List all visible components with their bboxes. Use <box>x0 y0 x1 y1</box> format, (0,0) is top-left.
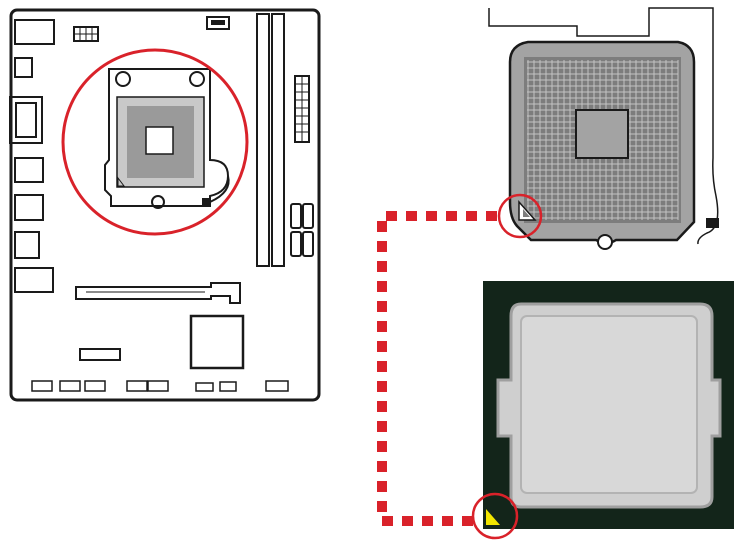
front-panel-headers <box>31 380 289 392</box>
processor-top-view <box>483 281 734 529</box>
socket-latch-notch <box>597 234 613 250</box>
dashed-red-line <box>377 211 497 526</box>
vga-port <box>9 96 43 144</box>
rear-io-port <box>14 194 44 221</box>
motherboard <box>9 8 321 402</box>
sata-port <box>302 231 314 257</box>
rear-io-port <box>14 57 33 78</box>
rear-io-port <box>14 157 44 183</box>
yellow-triangle-marker <box>486 509 500 525</box>
socket-lever-arm-line <box>209 175 230 203</box>
dimm-slot-1 <box>256 13 270 267</box>
cpu-socket-closeup <box>488 7 719 250</box>
sata-port <box>302 203 314 229</box>
rear-io-port <box>14 231 40 259</box>
board-outline <box>9 8 321 402</box>
board-cpu-socket <box>104 68 230 209</box>
m2-slot <box>79 348 121 361</box>
chipset <box>189 314 245 370</box>
socket-bracket-line <box>488 7 719 245</box>
rear-io-port <box>14 19 55 45</box>
red-circle-around-socket <box>61 48 249 236</box>
cpu-ihs-plate <box>520 315 698 494</box>
socket-center-cutout <box>575 109 629 159</box>
rear-io-port <box>14 267 54 293</box>
sata-port <box>290 203 302 229</box>
cpu-fan-header <box>206 16 230 30</box>
vga-port-inner <box>15 102 37 138</box>
pcie-slot <box>75 282 241 304</box>
dimm-slot-2 <box>271 13 285 267</box>
sata-port <box>290 231 302 257</box>
lever-hook <box>706 218 719 228</box>
pin1-socket-circle <box>497 193 543 239</box>
